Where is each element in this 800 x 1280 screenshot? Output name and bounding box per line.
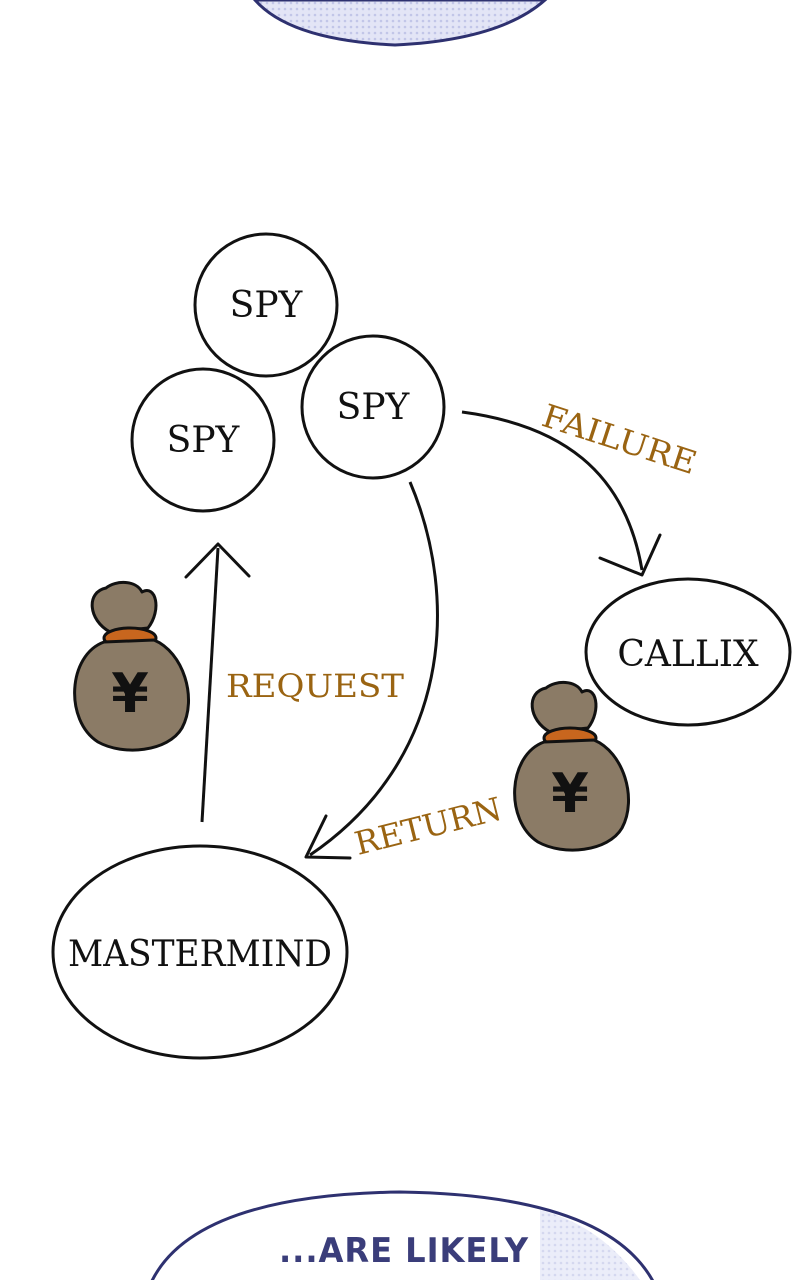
money-bag-icon: ¥ — [73, 581, 191, 752]
spy-node-right-label: SPY — [337, 387, 411, 428]
mastermind-node: MASTERMIND — [51, 844, 349, 1060]
money-bag-left-symbol: ¥ — [111, 662, 149, 725]
request-arrow — [184, 542, 251, 823]
request-label: REQUEST — [226, 667, 405, 705]
spy-node-left-label: SPY — [167, 420, 241, 461]
return-label: RETURN — [351, 790, 506, 863]
failure-arrow — [461, 410, 662, 577]
return-arrow — [304, 481, 439, 860]
spy-node-top: SPY — [193, 232, 339, 378]
mastermind-node-label: MASTERMIND — [68, 934, 332, 975]
failure-label: FAILURE — [538, 396, 702, 482]
money-bag-icon: ¥ — [513, 681, 631, 852]
callix-node-label: CALLIX — [617, 634, 759, 675]
money-bag-right-symbol: ¥ — [551, 762, 589, 825]
callix-node: CALLIX — [584, 577, 792, 727]
speech-bubble-text: ...ARE LIKELY — [279, 1231, 529, 1271]
top-speech-bubble — [253, 0, 548, 47]
spy-node-right: SPY — [300, 334, 446, 480]
spy-node-left: SPY — [130, 367, 276, 513]
spy-node-top-label: SPY — [230, 285, 304, 326]
bottom-speech-bubble: ...ARE LIKELY — [150, 1190, 654, 1280]
